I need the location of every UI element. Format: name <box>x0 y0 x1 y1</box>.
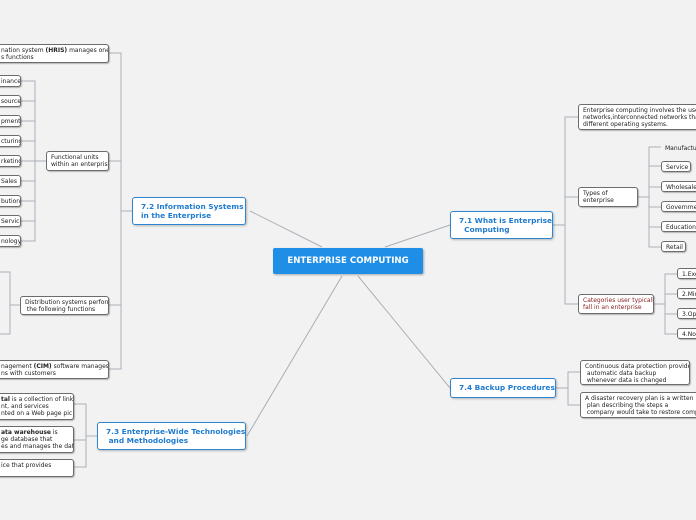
service-description[interactable]: ice that provides <box>0 459 74 477</box>
portal-text-bold: tal <box>1 396 10 403</box>
data-warehouse-text-rest: is ge database that es and manages the d… <box>1 429 74 451</box>
data-warehouse-text-bold: ata warehouse <box>1 429 51 436</box>
category-operational[interactable]: 3.Ope <box>677 308 696 319</box>
type-service[interactable]: Service <box>661 161 691 172</box>
continuous-data-protection[interactable]: Continuous data protection provides auto… <box>580 360 690 385</box>
portal-text-rest: is a collection of links, nt, and servic… <box>1 396 74 418</box>
cim-text-a: nagement <box>1 363 34 370</box>
unit-human-resources[interactable]: sources <box>0 95 21 107</box>
data-warehouse-description[interactable]: ata warehouse is ge database that es and… <box>0 426 74 453</box>
unit-manufacturing[interactable]: cturing <box>0 135 21 147</box>
unit-finance[interactable]: inance <box>0 75 21 87</box>
unit-information-technology[interactable]: nology <box>0 235 21 247</box>
category-middle[interactable]: 2.Mid <box>677 288 696 299</box>
branch-7-1-what-is-enterprise-computing[interactable]: 7.1 What is Enterprise Computing <box>450 211 553 239</box>
branch-7-2-information-systems[interactable]: 7.2 Information Systems in the Enterpris… <box>132 197 246 225</box>
unit-distribution[interactable]: bution <box>0 195 21 207</box>
branch-7-4-backup-procedures[interactable]: 7.4 Backup Procedures <box>450 378 556 398</box>
branch-7-3-enterprise-wide-technologies[interactable]: 7.3 Enterprise-Wide Technologies and Met… <box>97 422 246 450</box>
category-nonmanagement[interactable]: 4.Non <box>677 328 696 339</box>
distribution-systems[interactable]: Distribution systems perform the followi… <box>20 296 109 315</box>
type-retail[interactable]: Retail <box>661 241 686 252</box>
hris-text-c: manages one s functions <box>1 47 109 62</box>
hris-text-bold: (HRIS) <box>45 47 68 54</box>
enterprise-computing-definition[interactable]: Enterprise computing involves the use of… <box>578 104 696 130</box>
unit-sales[interactable]: Sales <box>0 175 21 187</box>
category-executive[interactable]: 1.Exe <box>677 268 696 279</box>
unit-engineering-development[interactable]: pment <box>0 115 21 127</box>
cim-text-bold: (CIM) <box>33 363 52 370</box>
functional-units[interactable]: Functional units within an enterprise <box>46 151 109 171</box>
type-government[interactable]: Government <box>661 201 696 212</box>
unit-marketing[interactable]: rketing <box>0 155 21 167</box>
hris-description[interactable]: nation system (HRIS) manages one s funct… <box>0 44 109 63</box>
central-topic[interactable]: ENTERPRISE COMPUTING <box>273 248 423 274</box>
cim-description[interactable]: nagement (CIM) software manages ns with … <box>0 360 109 379</box>
disaster-recovery-plan[interactable]: A disaster recovery plan is a written pl… <box>580 392 696 418</box>
type-educational[interactable]: Educationa <box>661 221 696 232</box>
categories-of-users[interactable]: Categories user typically fall in an ent… <box>578 294 654 314</box>
unit-customer-service[interactable]: Service <box>0 215 21 227</box>
type-wholesale[interactable]: Wholesale <box>661 181 696 192</box>
types-of-enterprise[interactable]: Types of enterprise <box>578 187 638 207</box>
portal-description[interactable]: tal is a collection of links, nt, and se… <box>0 393 74 420</box>
type-manufacturing[interactable]: Manufactur <box>665 145 696 152</box>
cim-text-c: software manages ns with customers <box>1 363 109 378</box>
hris-text-a: nation system <box>1 47 46 54</box>
